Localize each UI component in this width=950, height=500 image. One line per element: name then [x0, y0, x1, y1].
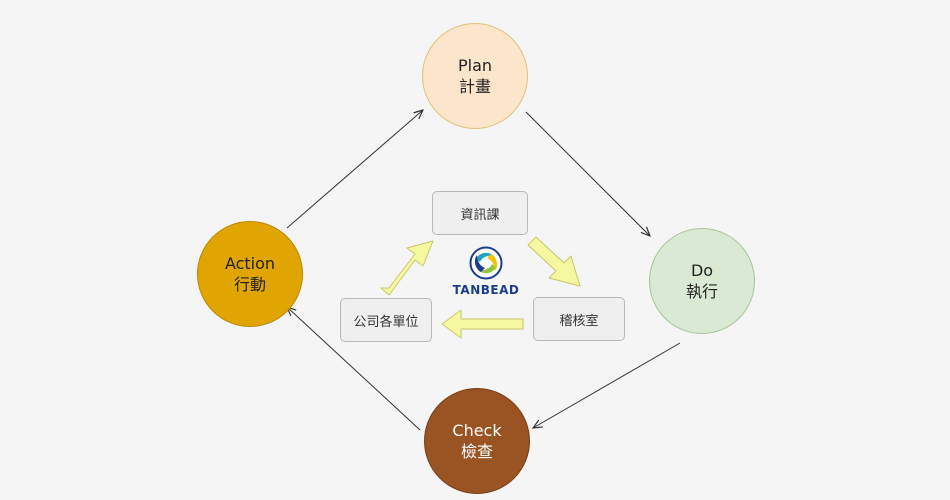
do-label: Do — [690, 261, 714, 280]
arrow-check-to-action — [287, 307, 421, 431]
action-label: Action — [224, 254, 276, 273]
tanbead-wordmark: TANBEAD — [452, 283, 520, 297]
inner-arrow-units-to-info — [380, 240, 434, 296]
check-node: Check 檢查 — [424, 388, 530, 494]
plan-label-zh: 計畫 — [458, 77, 491, 96]
plan-node: Plan 計畫 — [422, 23, 528, 129]
do-node: Do 執行 — [649, 228, 755, 334]
check-label: Check — [452, 421, 502, 440]
do-label-zh: 執行 — [685, 282, 718, 301]
tanbead-logo: TANBEAD — [446, 246, 526, 302]
arrow-plan-to-do — [525, 111, 650, 236]
plan-label: Plan — [457, 56, 493, 75]
inner-arrow-audit-to-units — [441, 309, 524, 339]
arrow-do-to-check — [533, 342, 681, 428]
inner-arrow-info-to-audit — [527, 236, 581, 287]
all-units-box: 公司各單位 — [340, 298, 432, 342]
tanbead-logo-icon — [469, 246, 503, 280]
action-label-zh: 行動 — [233, 275, 266, 294]
audit-office-box: 稽核室 — [533, 297, 625, 341]
info-dept-box: 資訊課 — [432, 191, 528, 235]
check-label-zh: 檢查 — [460, 442, 493, 461]
arrow-action-to-plan — [286, 110, 423, 229]
action-node: Action 行動 — [197, 221, 303, 327]
